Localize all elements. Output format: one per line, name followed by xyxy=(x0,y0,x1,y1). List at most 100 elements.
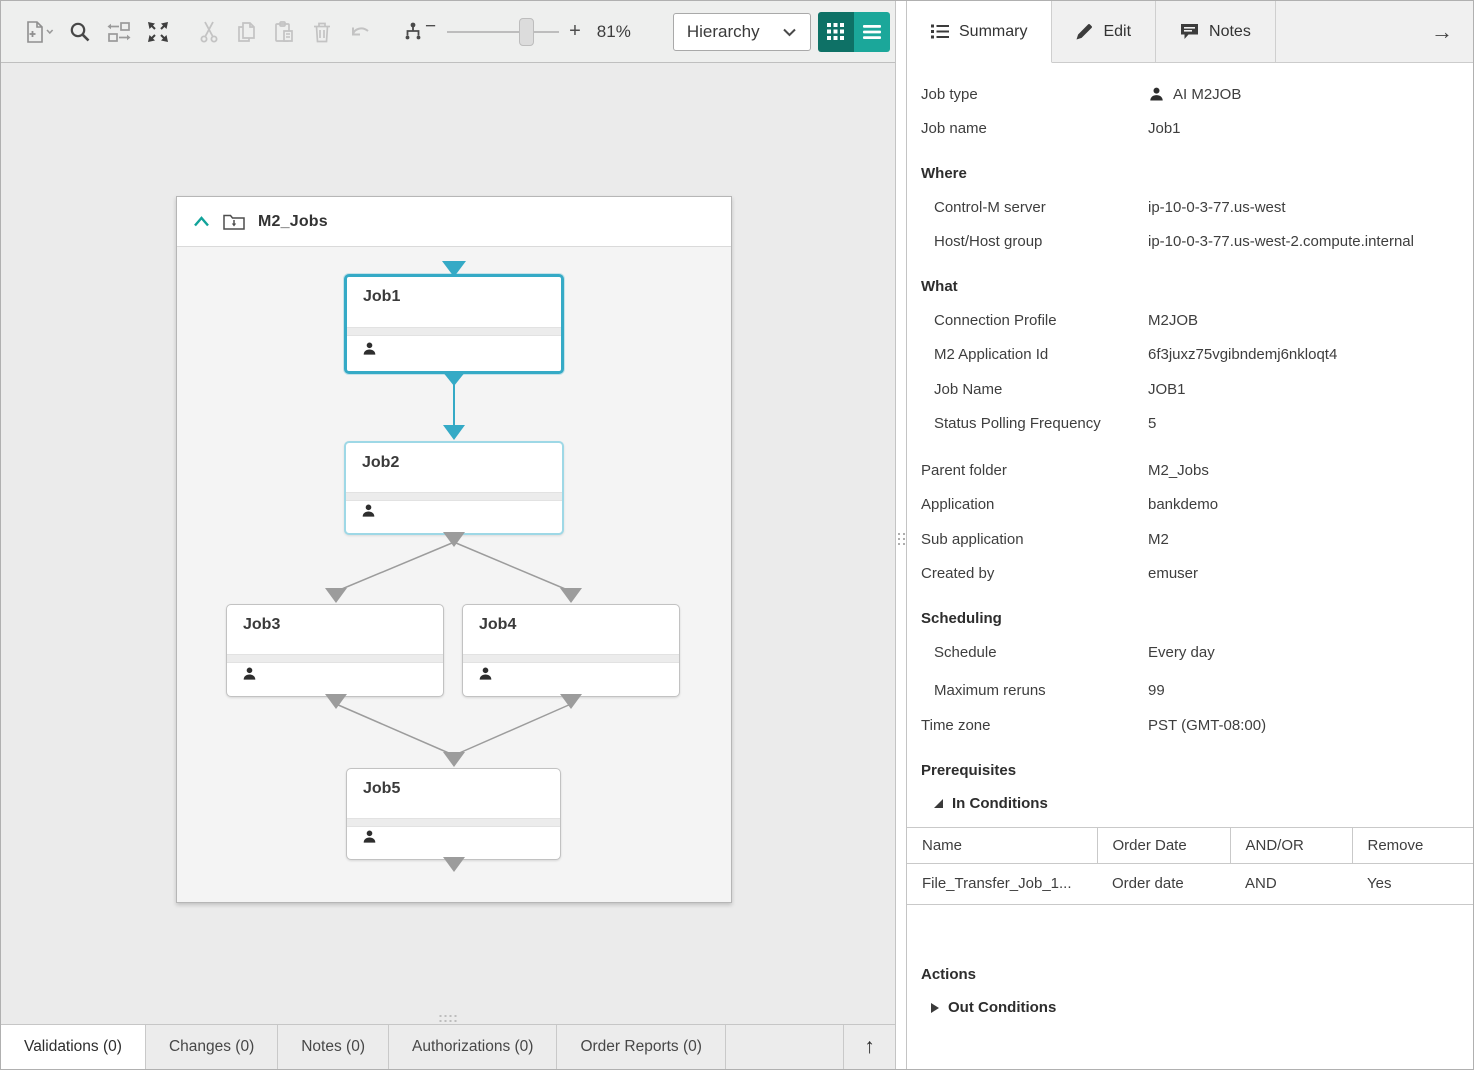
person-icon xyxy=(362,829,377,849)
field-value: JOB1 xyxy=(1148,380,1186,398)
job-title: Job1 xyxy=(363,288,401,305)
field-label: Schedule xyxy=(934,643,997,661)
field-label: M2 Application Id xyxy=(934,346,1049,364)
col-name[interactable]: Name xyxy=(907,826,1098,864)
tab-summary[interactable]: Summary xyxy=(907,1,1053,63)
list-view-button[interactable] xyxy=(853,11,890,52)
job-title: Job4 xyxy=(479,616,517,633)
table-header-row: Name Order Date AND/OR Remove xyxy=(907,826,1473,864)
collapsed-triangle-icon xyxy=(931,1002,939,1013)
col-order-date[interactable]: Order Date xyxy=(1097,826,1231,864)
cell-and-or: AND xyxy=(1230,863,1352,905)
zoom-slider-handle[interactable] xyxy=(519,17,535,46)
tab-notes-label: Notes xyxy=(1209,22,1251,40)
panel-resize-handle-horizontal[interactable] xyxy=(439,1015,457,1022)
view-mode-dropdown[interactable]: Hierarchy xyxy=(672,12,811,51)
person-icon xyxy=(362,341,377,361)
field-m2-application-id: M2 Application Id 6f3juxz75vgibndemj6nkl… xyxy=(921,338,1461,373)
job-node-job1[interactable]: Job1 xyxy=(344,274,564,374)
job-node-job4[interactable]: Job4 xyxy=(462,604,680,697)
details-tab-bar: Summary Edit Notes → xyxy=(907,1,1473,63)
collapse-panel-button[interactable]: → xyxy=(1431,1,1473,62)
cut-button[interactable] xyxy=(191,12,227,52)
zoom-percent: 81% xyxy=(596,21,631,41)
field-schedule: Schedule Every day xyxy=(921,635,1461,670)
field-value: 99 xyxy=(1148,682,1165,700)
person-icon xyxy=(361,503,376,523)
copy-icon xyxy=(238,21,255,42)
summary-list-icon xyxy=(931,24,949,39)
bottom-tab-bar: Validations (0) Changes (0) Notes (0) Au… xyxy=(1,1024,895,1069)
tab-notes[interactable]: Notes xyxy=(1156,1,1276,62)
field-label: Control-M server xyxy=(934,198,1046,216)
job-node-job5[interactable]: Job5 xyxy=(346,768,561,860)
view-mode-value: Hierarchy xyxy=(686,21,760,41)
canvas-toolbar: − + 81% Hierarchy xyxy=(1,1,895,63)
field-time-zone: Time zone PST (GMT-08:00) xyxy=(921,708,1461,743)
tab-validations[interactable]: Validations (0) xyxy=(1,1025,146,1069)
zoom-slider[interactable] xyxy=(447,17,560,46)
cell-remove: Yes xyxy=(1352,863,1473,905)
section-prerequisites: Prerequisites xyxy=(921,761,1017,779)
paste-button[interactable] xyxy=(265,12,303,52)
grid-view-button[interactable] xyxy=(817,11,854,52)
job-status-strip xyxy=(227,654,443,663)
zoom-out-icon[interactable]: − xyxy=(425,15,437,37)
job-status-strip xyxy=(346,492,562,501)
workflow-canvas[interactable]: M2_Jobs Job1 Job2 Job3 xyxy=(1,63,895,1024)
collapse-levels-button[interactable]: − xyxy=(395,12,443,52)
workspace-column: − + 81% Hierarchy xyxy=(1,1,896,1069)
paste-icon xyxy=(275,20,293,42)
undo-icon xyxy=(352,26,369,35)
tab-notes-bottom[interactable]: Notes (0) xyxy=(278,1025,389,1069)
tab-edit[interactable]: Edit xyxy=(1052,1,1157,62)
field-value: M2 xyxy=(1148,530,1169,548)
zoom-slider-track[interactable] xyxy=(447,17,560,46)
folder-header[interactable]: M2_Jobs xyxy=(177,197,731,247)
job-title: Job3 xyxy=(243,616,281,633)
table-row[interactable]: File_Transfer_Job_1... Order date AND Ye… xyxy=(907,863,1473,905)
grid-view-icon xyxy=(827,23,845,40)
col-remove[interactable]: Remove xyxy=(1352,826,1473,864)
in-conditions-toggle[interactable]: In Conditions xyxy=(921,787,1461,821)
job-title: Job2 xyxy=(362,454,400,471)
zoom-in-icon[interactable]: + xyxy=(569,20,581,42)
field-label: Job Name xyxy=(934,380,1003,398)
tab-changes[interactable]: Changes (0) xyxy=(146,1025,279,1069)
cell-order-date: Order date xyxy=(1097,863,1230,905)
field-label: Connection Profile xyxy=(934,311,1057,329)
vertical-splitter[interactable] xyxy=(896,1,907,1069)
expand-bottom-panel-button[interactable]: ↑ xyxy=(843,1025,895,1069)
field-value: AI M2JOB xyxy=(1173,85,1242,103)
out-conditions-toggle[interactable]: Out Conditions xyxy=(921,991,1461,1025)
copy-button[interactable] xyxy=(227,12,265,52)
field-value: Every day xyxy=(1148,643,1215,661)
add-job-button[interactable] xyxy=(17,12,61,52)
person-icon xyxy=(478,666,493,686)
delete-button[interactable] xyxy=(303,12,341,52)
field-job-name: Job name Job1 xyxy=(921,112,1461,147)
field-inner-job-name: Job Name JOB1 xyxy=(921,372,1461,407)
fit-to-screen-button[interactable] xyxy=(139,12,177,52)
field-label: Parent folder xyxy=(921,461,1007,479)
job-node-job3[interactable]: Job3 xyxy=(226,604,444,697)
person-icon xyxy=(1150,87,1163,101)
tab-authorizations[interactable]: Authorizations (0) xyxy=(389,1025,558,1069)
splitter-drag-handle[interactable] xyxy=(898,533,905,545)
cut-icon xyxy=(200,21,218,42)
job-status-strip xyxy=(463,654,679,663)
cell-condition-name: File_Transfer_Job_1... xyxy=(907,863,1097,905)
field-max-reruns: Maximum reruns 99 xyxy=(921,674,1461,709)
field-label: Created by xyxy=(921,565,995,583)
col-and-or[interactable]: AND/OR xyxy=(1230,826,1353,864)
field-value: PST (GMT-08:00) xyxy=(1148,716,1267,734)
tab-order-reports[interactable]: Order Reports (0) xyxy=(557,1025,726,1069)
details-panel: Summary Edit Notes → Job type xyxy=(907,1,1473,1069)
undo-button[interactable] xyxy=(341,12,381,52)
collapse-chevron-icon[interactable] xyxy=(193,215,210,228)
section-scheduling: Scheduling xyxy=(921,610,1002,627)
search-button[interactable] xyxy=(61,12,99,52)
expanded-triangle-icon xyxy=(934,799,943,808)
job-node-job2[interactable]: Job2 xyxy=(344,441,564,535)
link-jobs-button[interactable] xyxy=(99,12,139,52)
